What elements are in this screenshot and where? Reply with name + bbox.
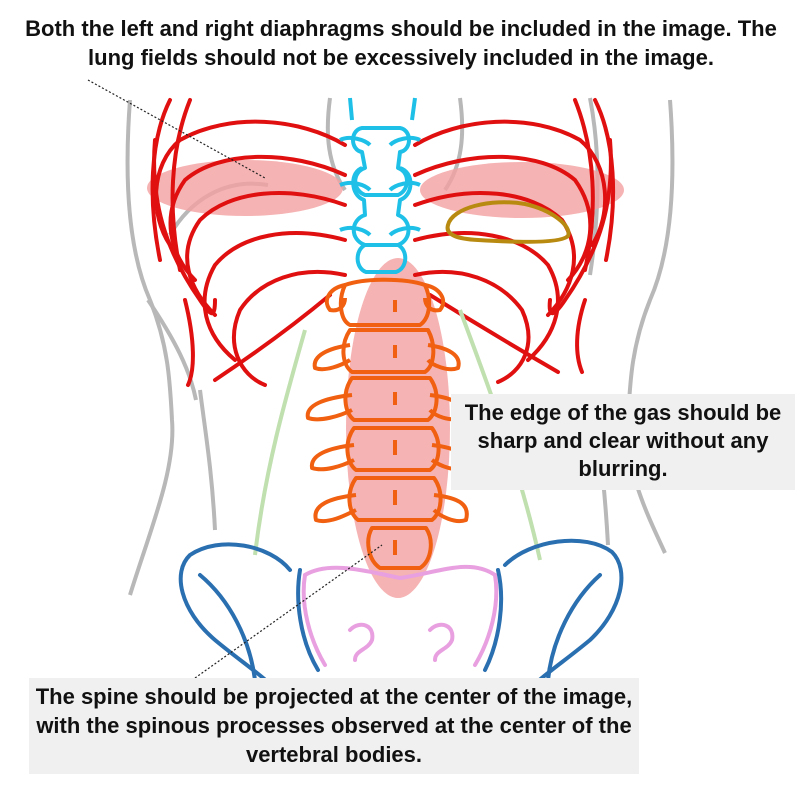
pelvis [178, 538, 624, 702]
gas-note: The edge of the gas should be sharp and … [451, 394, 795, 490]
lumbar-spine [305, 277, 469, 570]
diaphragm-leader-line [87, 79, 266, 179]
thoracic-spine [339, 97, 421, 274]
gas-outline [445, 200, 571, 244]
spine-note: The spine should be projected at the cen… [29, 678, 639, 774]
leader-lines [87, 79, 383, 679]
diaphragm-note: Both the left and right diaphragms shoul… [25, 16, 777, 70]
right-diaphragm-highlight [147, 160, 343, 216]
ribs-left [150, 98, 347, 387]
sacrum [301, 564, 499, 667]
